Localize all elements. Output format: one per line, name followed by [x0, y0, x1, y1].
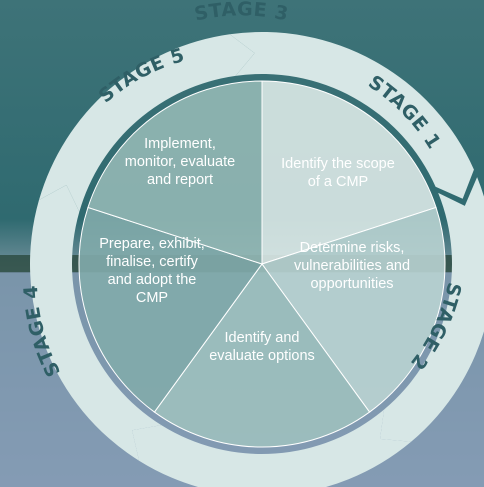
stage2-description: Determine risks, vulnerabilities and oppor… [294, 240, 410, 292]
description-line: opportunities [310, 276, 393, 292]
description-line: finalise, certify [106, 254, 199, 270]
description-line: Determine risks, [300, 240, 405, 256]
segment-stage1 [261, 80, 437, 265]
segment-stage4 [78, 206, 263, 413]
cycle-arrow-segment-4 [29, 184, 162, 461]
description-line: monitor, evaluate [125, 154, 235, 170]
description-line: evaluate options [209, 348, 315, 364]
segment-stage5 [87, 80, 263, 265]
description-line: Prepare, exhibit, [99, 236, 205, 252]
stage3-description: Identify and evaluate options [209, 330, 315, 364]
description-line: and adopt the [108, 272, 197, 288]
stage4-description: Prepare, exhibit, finalise, certify and ad… [99, 236, 205, 306]
description-line: and report [147, 172, 213, 188]
cycle-arrow-segment-1 [229, 32, 474, 199]
cycle-arrow-segment-2 [379, 177, 484, 442]
cycle-arrow-ring [29, 32, 484, 487]
segment-stage2 [261, 206, 446, 413]
description-line: vulnerabilities and [294, 258, 410, 274]
description-line: of a CMP [308, 174, 368, 190]
cycle-arrow-segment-5 [38, 34, 255, 212]
stage1-description: Identify the scope of a CMP [281, 156, 395, 190]
segment-stage3 [153, 263, 371, 448]
description-line: Implement, [144, 136, 216, 152]
description-line: Identify the scope [281, 156, 395, 172]
description-line: CMP [136, 290, 168, 306]
description-line: Identify and [225, 330, 300, 346]
stage5-description: Implement, monitor, evaluate and report [125, 136, 235, 188]
cycle-arrow-segment-3 [132, 409, 412, 487]
stage-pie [78, 80, 446, 448]
